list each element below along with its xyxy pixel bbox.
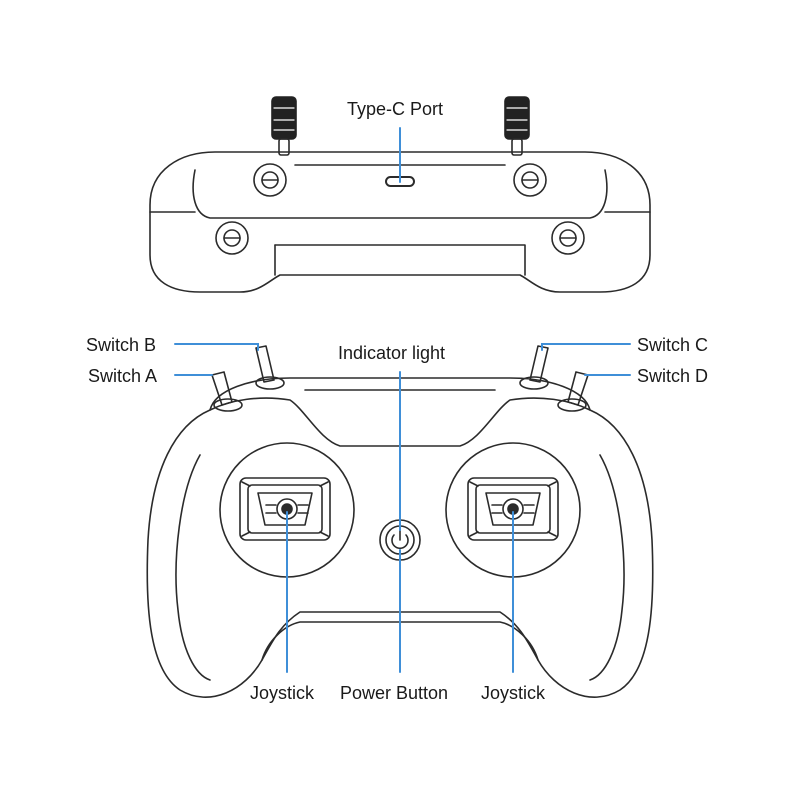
top-view <box>149 96 651 293</box>
leader-switch-c <box>541 343 631 351</box>
antenna-knob-icon <box>504 96 530 156</box>
label-joystick-left: Joystick <box>250 683 315 703</box>
label-power-button: Power Button <box>340 683 449 703</box>
leader-switch-b <box>174 343 259 351</box>
toggle-switch-icon <box>551 221 585 255</box>
toggle-switch-icon <box>513 163 547 197</box>
toggle-switch-icon <box>253 163 287 197</box>
antenna-knob-icon <box>271 96 297 156</box>
label-switch-a: Switch A <box>88 366 158 386</box>
label-indicator-light: Indicator light <box>338 343 446 363</box>
toggle-switch-icon <box>255 345 285 390</box>
label-switch-b: Switch B <box>86 335 157 355</box>
label-joystick-right: Joystick <box>481 683 546 703</box>
toggle-switch-icon <box>215 221 249 255</box>
label-switch-d: Switch D <box>637 366 709 386</box>
toggle-switch-icon <box>519 345 549 390</box>
label-switch-c: Switch C <box>637 335 709 355</box>
leader-lines <box>174 127 631 673</box>
label-type-c-port: Type-C Port <box>347 99 444 119</box>
